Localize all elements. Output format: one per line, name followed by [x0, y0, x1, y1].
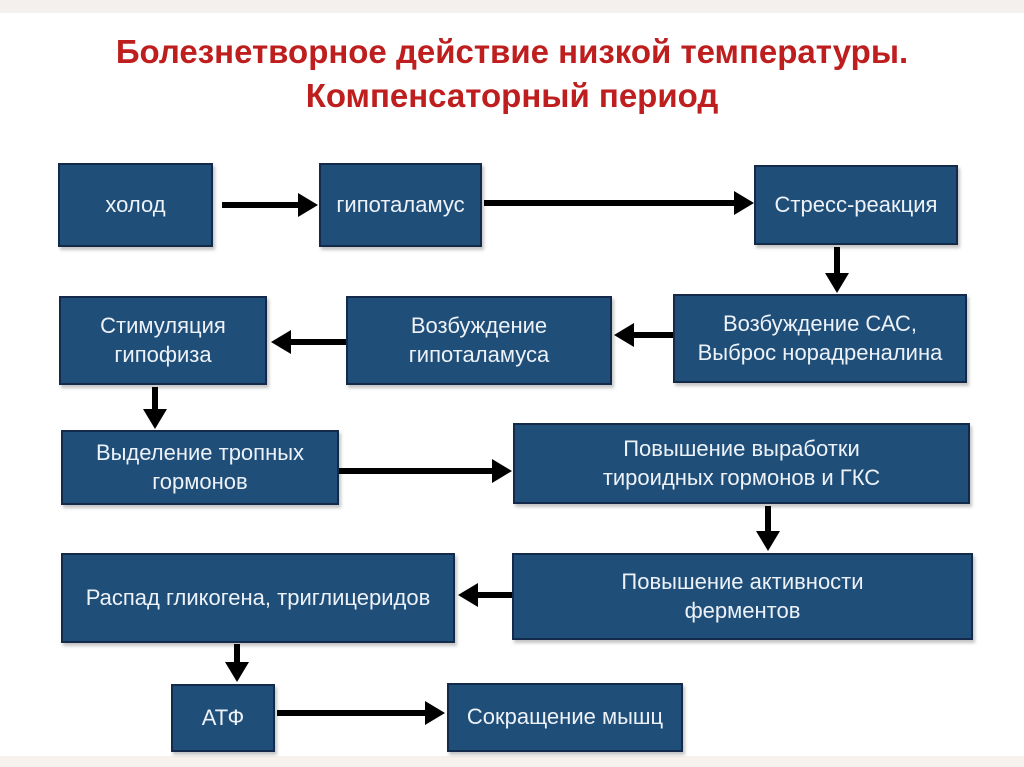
node-muscle-contraction: Сокращение мышц: [447, 683, 683, 752]
arrow-thyroid-gks-to-enzyme-activity: [765, 506, 771, 531]
node-cold: холод: [58, 163, 213, 247]
node-hypothalamus: гипоталамус: [319, 163, 482, 247]
arrow-tropic-hormones-to-thyroid-gks: [339, 468, 492, 474]
arrow-enzyme-activity-to-glycogen-breakdown: [478, 592, 512, 598]
arrow-sas-excitation-to-hypothalamus-excitation: [634, 332, 673, 338]
node-thyroid-gks-increase: Повышение выработки тироидных гормонов и…: [513, 423, 970, 504]
arrow-stress-reaction-to-sas-excitation: [834, 247, 840, 273]
node-sas-excitation: Возбуждение САС, Выброс норадреналина: [673, 294, 967, 383]
node-glycogen-breakdown: Распад гликогена, триглицеридов: [61, 553, 455, 643]
arrow-hypothalamus-excitation-to-pituitary-stimulation: [291, 339, 346, 345]
arrow-hypothalamus-to-stress-reaction: [484, 200, 734, 206]
node-pituitary-stimulation: Стимуляция гипофиза: [59, 296, 267, 385]
arrow-glycogen-breakdown-to-atp: [234, 644, 240, 662]
arrow-atp-to-muscle-contraction: [277, 710, 425, 716]
arrow-pituitary-stimulation-to-tropic-hormones: [152, 387, 158, 409]
bottom-edge-strip: [0, 756, 1024, 767]
node-enzyme-activity-increase: Повышение активности ферментов: [512, 553, 973, 640]
node-hypothalamus-excitation: Возбуждение гипоталамуса: [346, 296, 612, 385]
slide-title: Болезнетворное действие низкой температу…: [115, 33, 909, 114]
arrow-cold-to-hypothalamus: [222, 202, 298, 208]
node-stress-reaction: Стресс-реакция: [754, 165, 958, 245]
top-edge-strip: [0, 0, 1024, 13]
node-atp: АТФ: [171, 684, 275, 752]
node-tropic-hormones-release: Выделение тропных гормонов: [61, 430, 339, 505]
